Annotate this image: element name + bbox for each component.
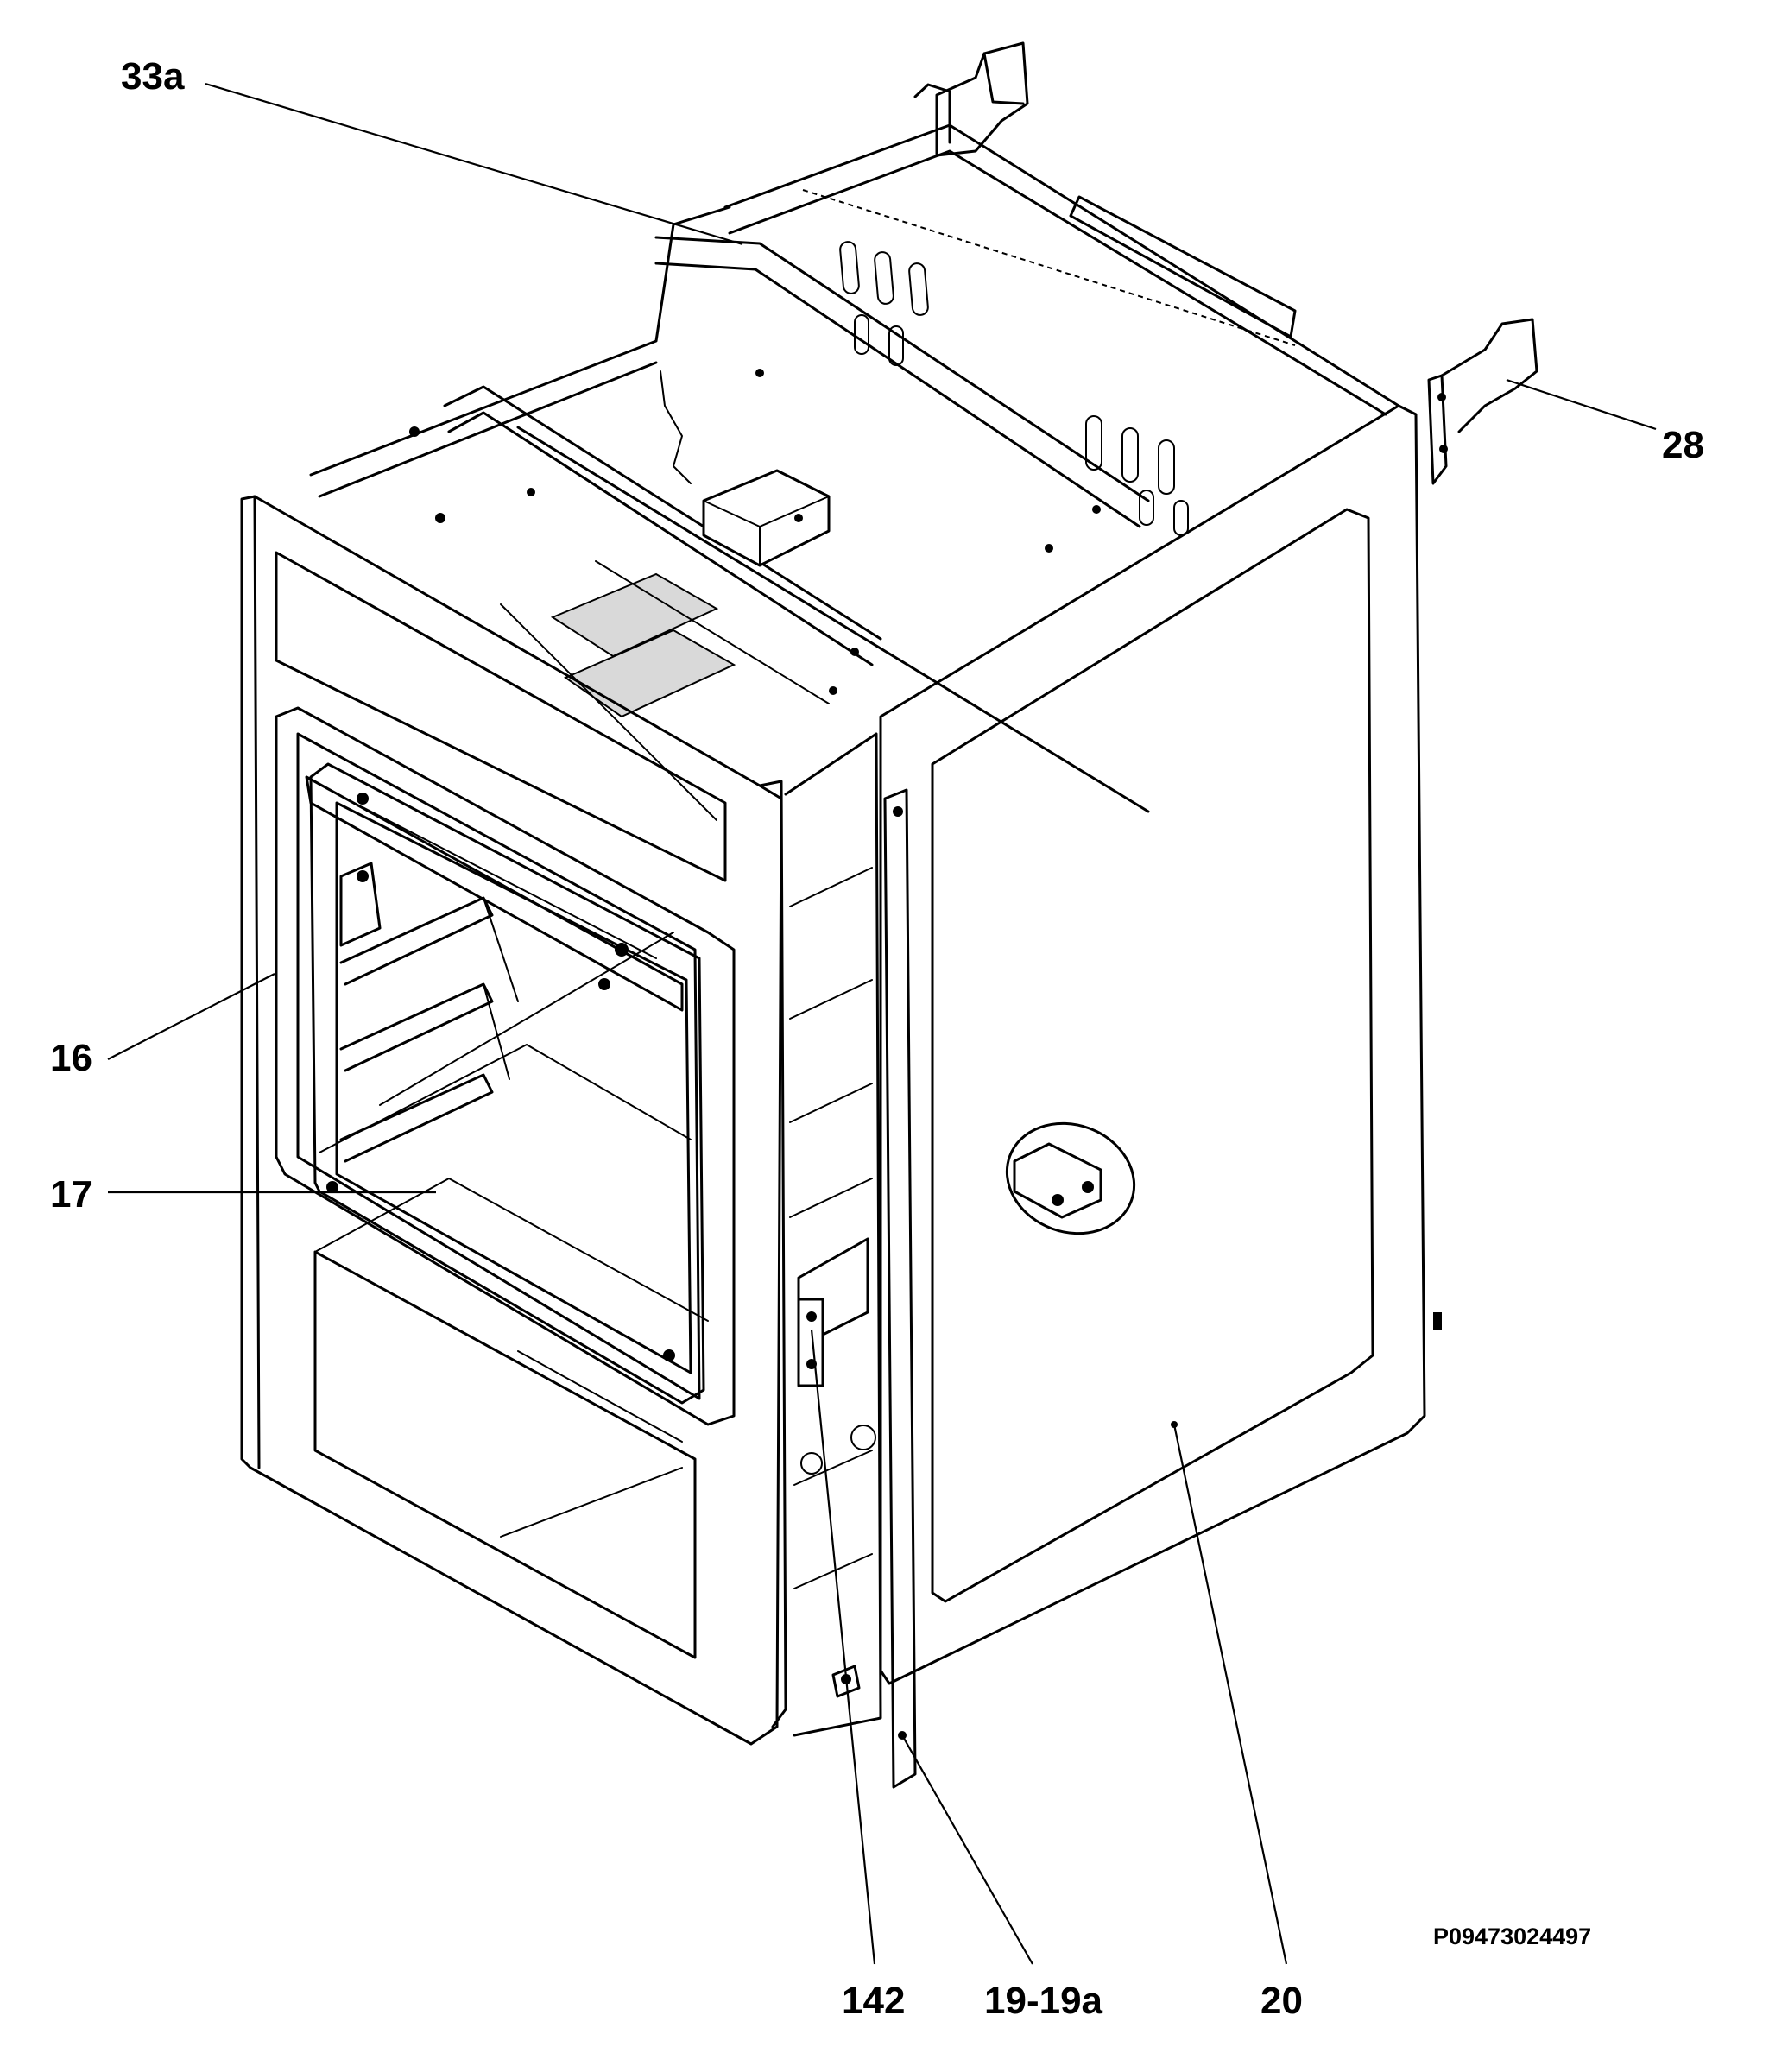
callout-19-19a: 19-19a (984, 1980, 1103, 2022)
rear-mounting-brackets (913, 41, 1029, 157)
rear-side-bracket (1427, 318, 1538, 485)
leader-lines (107, 82, 1657, 1965)
callout-20: 20 (1260, 1980, 1303, 2022)
callout-33a: 33a (121, 55, 185, 98)
front-frame (240, 495, 787, 1746)
leader-28 (1506, 378, 1657, 431)
cabinet-carcass (309, 123, 1400, 821)
oven-cavity (305, 762, 705, 1405)
leader-20 (1172, 1424, 1288, 1965)
leader-19-19a (901, 1734, 1033, 1965)
callout-28: 28 (1662, 424, 1704, 466)
side-panel (879, 404, 1442, 1685)
side-rail (883, 788, 917, 1789)
top-screws (409, 369, 1101, 695)
leader-33a (205, 82, 743, 246)
callout-142: 142 (842, 1980, 905, 2022)
drawing-code: P09473024497 (1433, 1924, 1591, 1949)
vent-slots (839, 241, 1189, 536)
cavity-side-panel (784, 732, 882, 1737)
leader-16 (107, 973, 275, 1060)
callout-16: 16 (50, 1037, 92, 1079)
callout-17: 17 (50, 1173, 92, 1216)
leader-142 (810, 1329, 876, 1965)
